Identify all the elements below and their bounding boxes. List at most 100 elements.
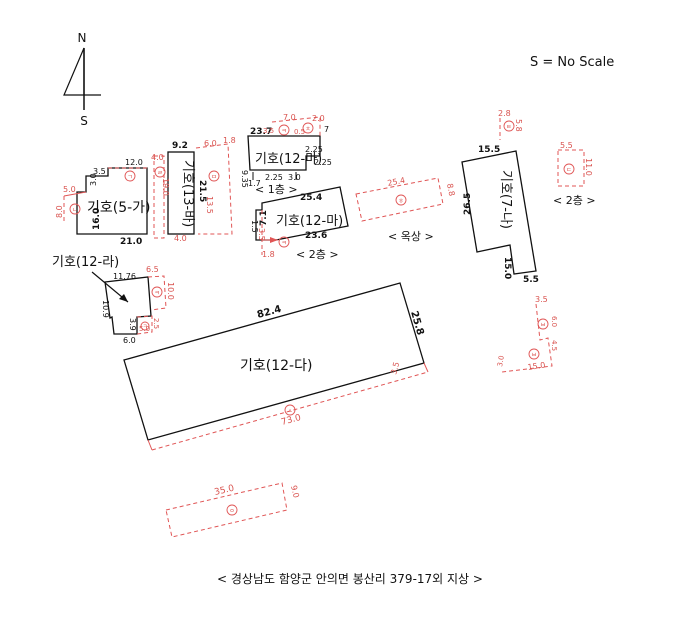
dim-label: 21.5 [197,180,207,202]
dim-label: 10.9 [101,300,110,318]
dim-label: 5.8 [514,119,523,132]
mark-circle-label: ㅋ [154,290,160,297]
building-12-ma-1f: 기호(12-마) 23.7 9.35 2.25 2.25 3.0 1.7 2.2… [240,125,332,196]
dim-label: 5.5 [560,141,573,150]
floor-label-1f: < 1층 > [255,183,298,196]
dim-label: 9.2 [172,141,188,151]
dim-label: 7.1 [259,210,269,226]
drawing-caption: < 경상남도 함양군 안의면 봉산리 379-17외 지상 > [217,572,483,586]
building-13-ba: 기호(13-바) 9.2 21.5 [167,141,207,235]
dim-label: 15.0 [527,361,546,372]
dim-label: 2.25 [314,158,332,167]
dim-label: 0.5 [294,128,305,136]
compass-south-label: S [80,114,88,128]
red-mark-o: ㅇ 35.0 9.0 [165,482,301,538]
red-mark-g: ㄱ [108,167,147,182]
building-7-na-label: 기호(7-나) [498,170,513,229]
mark-circle-label: ㅋ [281,240,287,247]
dim-label: 11.76 [113,272,136,281]
building-12-ra-label: 기호(12-라) [52,255,119,270]
dim-label: 3.5 [257,228,266,241]
building-12-ma-2f: 기호(12-마) 25.4 1.5 7.1 23.6 < 2층 > [250,186,349,261]
dim-label: 7 [324,125,329,134]
mark-circle-label: ㅌ [506,124,512,131]
dim-label: 23.7 [250,127,272,137]
dim-label: 3.5 [93,167,106,176]
dim-label: 15.5 [478,145,500,155]
dim-label: 6.5 [146,265,159,274]
north-arrow-icon: N S [63,31,101,128]
dim-label: 23.6 [305,231,327,241]
red-mark-h: ㅎ 25.4 8.8 < 옥상 > [355,176,456,243]
dim-label: 2.5 [152,318,160,329]
building-5-ga-label: 기호(5-가) [87,200,151,216]
dim-label: 1.5 [250,220,259,233]
compass-north-label: N [78,31,87,45]
dim-label: 6.0 [204,139,217,148]
dim-label: 25.4 [387,176,406,188]
dim-label: 1.8 [262,250,275,259]
dim-label: 3.5 [263,127,274,135]
dim-label: 3.0 [496,355,506,367]
building-12-ra: 기호(12-라) 11.76 10.9 3.9 6.0 [52,255,152,345]
red-mark-r: ㄹ 4.0 19.0 4.0 [151,153,187,243]
dim-label: 5.0 [63,185,76,194]
rooftop-label: < 옥상 > [388,230,434,243]
building-12-da-label: 기호(12-다) [240,358,312,374]
dim-label: 26.5 [463,193,473,215]
dim-label: 35.0 [213,484,235,498]
scale-note: S = No Scale [530,55,614,70]
red-mark-ka: ㅋ [278,124,290,136]
red-mark-l: ㄴ 5.0 8.0 [55,185,87,224]
dim-label: 1.7 [248,179,261,188]
dim-label: 3.0 [288,173,301,182]
dim-label: 25.8 [408,310,425,337]
dim-label: 9.35 [240,170,249,188]
dim-label: 11.0 [584,158,593,176]
dim-label: 9.0 [289,484,301,498]
building-5-ga: 기호(5-가) 3.5 12.0 3.0 16.0 21.0 [76,158,151,247]
dim-label: 2.0 [312,114,325,123]
dim-label: 12.0 [125,158,143,167]
floor-label-2f: < 2층 > [296,248,339,261]
red-mark-e: ㅂ ㅂ 3.5 6.0 4.5 3.0 15.0 [496,295,558,373]
mark-circle-label: ㅇ [229,508,235,515]
mark-circle-label: ㄹ [157,170,163,177]
building-7-na: 기호(7-나) 15.5 26.5 15.0 5.5 [461,145,539,285]
dim-label: 3.5 [535,295,548,304]
dim-label: 73.0 [280,413,302,428]
dim-label: 15.0 [502,257,512,279]
red-mark-ta: ㅌ 2.8 5.8 [498,109,523,140]
red-mark-m: ㅁ 6.0 1.8 13.5 [195,136,236,235]
dim-label: 25.4 [300,193,322,203]
red-mark-k: ㅋ 3.5 1.8 [257,210,290,259]
dim-label: 16.0 [92,208,102,230]
dim-label: 8.0 [55,205,64,218]
dim-label: 19.0 [161,178,170,196]
building-12-ma-2f-label: 기호(12-마) [276,214,343,229]
dim-label: 2.25 [305,145,323,154]
mark-circle-label: ㄱ [127,174,133,181]
dim-label: 13.5 [205,196,214,214]
building-13-ba-label: 기호(13-바) [180,160,195,227]
dim-label: 5.0 [139,325,150,333]
building-12-ma-1f-label: 기호(12-마) [255,152,322,167]
dim-label: 1.8 [223,136,236,145]
mark-circle-label: ㅎ [398,198,404,205]
mark-circle-label: ㅅ [287,408,293,415]
mark-circle-label: ㅋ [143,324,148,330]
dim-label: 82.4 [256,304,283,321]
dim-label: 2.8 [498,109,511,118]
mark-circle-label: ㅁ [211,174,217,181]
dim-label: 7.0 [283,113,296,122]
dim-label: 4.0 [151,153,164,162]
floor-label-7-na: < 2층 > [553,194,596,207]
dim-label: 3.9 [128,318,137,331]
mark-circle-label: ㅂ [531,352,537,359]
dim-label: 3.0 [89,173,98,186]
dim-label: 3.5 [389,361,401,376]
dim-label: 10.0 [166,282,175,300]
mark-circle-label: ㅋ [281,128,287,135]
